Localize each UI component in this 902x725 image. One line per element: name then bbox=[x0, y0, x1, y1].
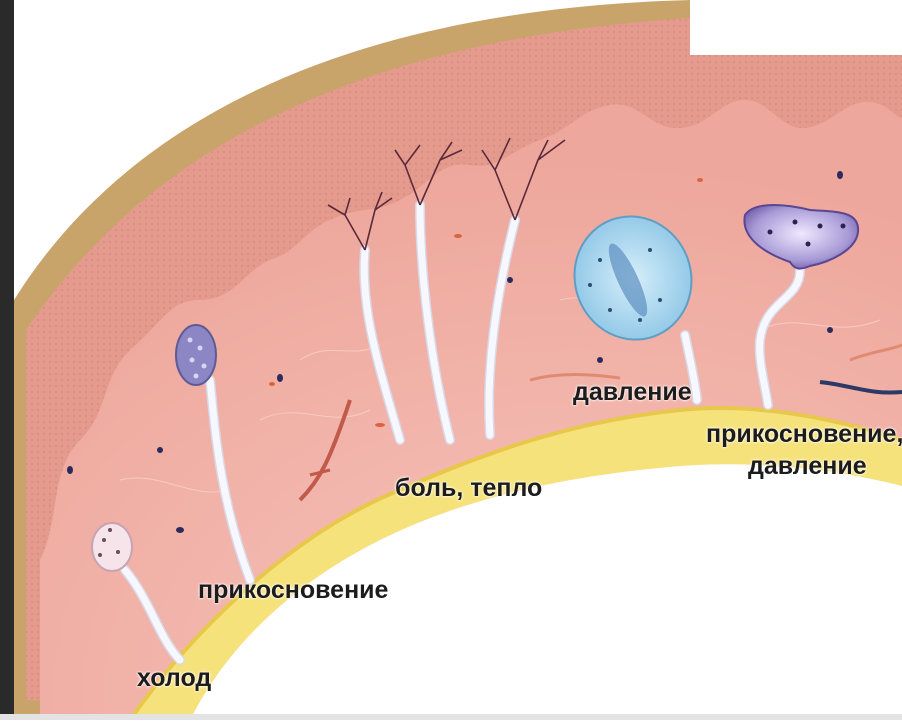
label-pressure: давление bbox=[573, 378, 692, 406]
left-frame-edge bbox=[0, 0, 14, 720]
bottom-frame-edge bbox=[0, 714, 902, 720]
label-pain-heat: боль, тепло bbox=[395, 474, 542, 502]
label-cold: холод bbox=[137, 664, 211, 692]
label-touch-pressure-2: давление bbox=[748, 452, 867, 480]
label-touch-pressure-1: прикосновение, bbox=[706, 420, 902, 448]
label-touch: прикосновение bbox=[198, 576, 388, 604]
krause-bulb bbox=[92, 523, 132, 571]
